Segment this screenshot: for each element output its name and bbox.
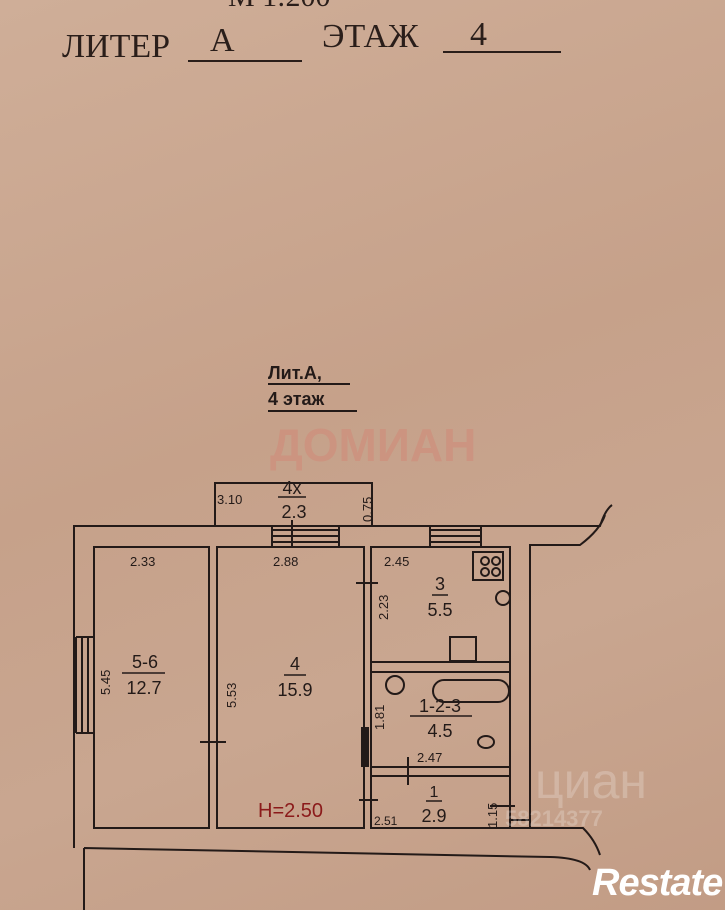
toilet-divider bbox=[371, 766, 510, 777]
dimension-label: 5.45 bbox=[98, 670, 113, 695]
cian-watermark: циан bbox=[535, 753, 647, 809]
dimension-label: 2.45 bbox=[384, 554, 409, 569]
dimension-label: 2.33 bbox=[130, 554, 155, 569]
room-4-walls bbox=[216, 546, 365, 829]
dimension-label: 0.75 bbox=[360, 497, 375, 522]
kitchen-bath-walls bbox=[370, 546, 511, 829]
dimension-label: 5.53 bbox=[224, 683, 239, 708]
window-top-right bbox=[429, 526, 482, 547]
toilet-icon bbox=[477, 735, 495, 749]
dimension-label: 1.15 bbox=[485, 803, 500, 828]
liter-label: ЛИТЕР bbox=[62, 28, 171, 65]
plan-title-line1: Лит.А, bbox=[268, 363, 322, 383]
window-top-left bbox=[271, 526, 340, 547]
room-number: 1-2-3 bbox=[419, 696, 461, 716]
room-area: 2.3 bbox=[281, 502, 306, 522]
burner-icon bbox=[491, 567, 501, 577]
dimension-label: 1.81 bbox=[372, 705, 387, 730]
plan-title-line2: 4 этаж bbox=[268, 389, 325, 409]
burner-icon bbox=[491, 556, 501, 566]
stove-icon bbox=[472, 551, 504, 581]
room-5-6-walls bbox=[93, 546, 210, 829]
domian-watermark: ДОМИАН bbox=[270, 419, 477, 471]
cian-id-watermark: 58214377 bbox=[505, 806, 603, 831]
room-number: 4х bbox=[282, 478, 301, 498]
dimension-label: 2.47 bbox=[417, 750, 442, 765]
dimension-ticks bbox=[200, 520, 515, 807]
room-area: 4.5 bbox=[427, 721, 452, 741]
burner-icon bbox=[480, 556, 490, 566]
dimension-label: 2.88 bbox=[273, 554, 298, 569]
floor-value: 4 bbox=[470, 16, 487, 53]
door-marker bbox=[361, 727, 369, 767]
sink-icon bbox=[449, 636, 477, 662]
corridor-wall bbox=[83, 819, 591, 910]
boiler-icon bbox=[495, 590, 511, 606]
room-number: 1 bbox=[430, 784, 439, 801]
room-number: 5-6 bbox=[132, 652, 158, 672]
room-number: 4 bbox=[290, 654, 300, 674]
right-outer-wall bbox=[529, 514, 606, 828]
dimension-label: 2.23 bbox=[376, 595, 391, 620]
room-area: 12.7 bbox=[126, 678, 161, 698]
scale-label: М 1:200 bbox=[228, 0, 331, 14]
restate-logo: Restate bbox=[592, 862, 723, 904]
room-area: 15.9 bbox=[277, 680, 312, 700]
dimension-label: 3.10 bbox=[217, 492, 242, 507]
window-left bbox=[75, 636, 94, 734]
room-area: 5.5 bbox=[427, 600, 452, 620]
room-area: 2.9 bbox=[421, 806, 446, 826]
liter-underline bbox=[188, 60, 302, 62]
ceiling-height-label: Н=2.50 bbox=[258, 800, 323, 822]
room-number: 3 bbox=[435, 574, 445, 594]
dimension-label: 2.51 bbox=[374, 814, 398, 828]
bathtub-icon bbox=[432, 679, 510, 703]
floor-label: ЭТАЖ bbox=[322, 18, 419, 55]
liter-value: А bbox=[210, 22, 235, 59]
floor-underline bbox=[443, 51, 561, 53]
lower-right-wall bbox=[510, 827, 601, 856]
bathroom-divider bbox=[371, 661, 510, 673]
burner-icon bbox=[480, 567, 490, 577]
washbasin-icon bbox=[385, 675, 405, 695]
